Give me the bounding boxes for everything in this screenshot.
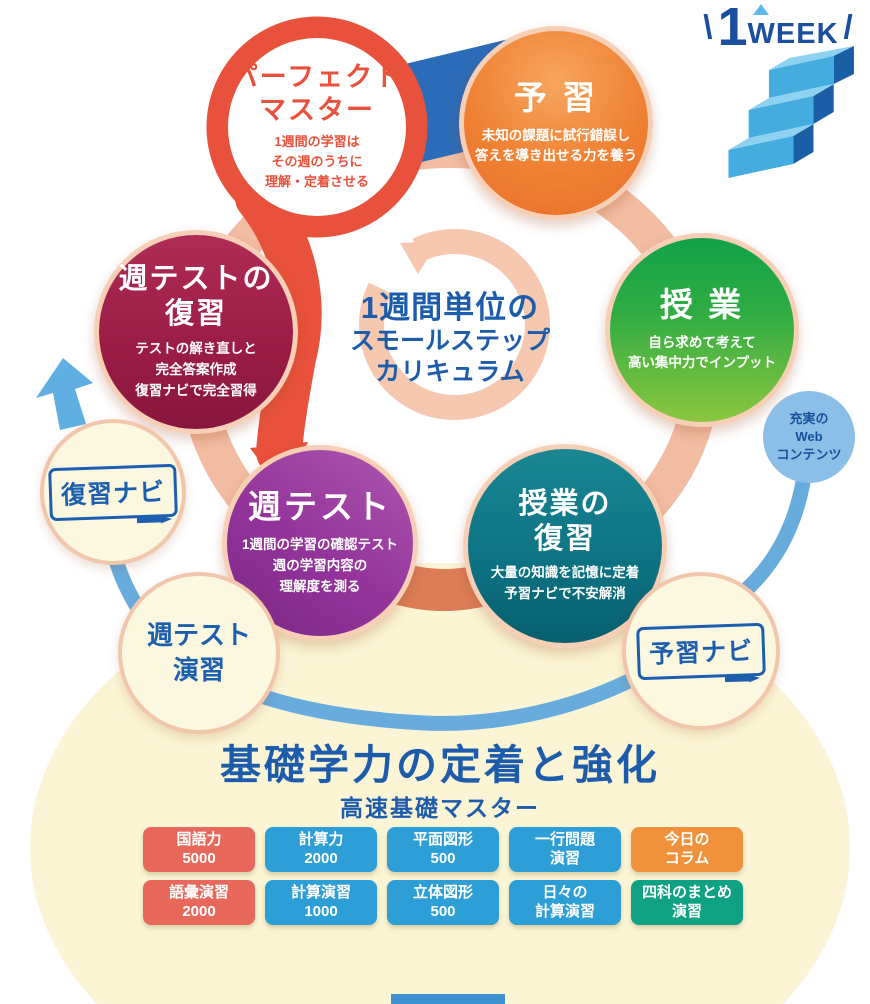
node-desc: 1週間の学習の確認テスト 週の学習内容の 理解度を測る bbox=[241, 537, 398, 594]
fukushu-navi-logo: 復習ナビ bbox=[48, 463, 178, 523]
foundation-heading: 基礎学力の定着と強化 bbox=[220, 742, 660, 788]
node-desc: 自ら求めて考えて 高い集中力でインプット bbox=[627, 334, 777, 371]
node-jugyo: 授 業 自ら求めて考えて 高い集中力でインプット bbox=[605, 233, 799, 427]
node-desc: 大量の知識を記憶に定着 予習ナビで不安解消 bbox=[490, 565, 640, 602]
week-slash: / bbox=[843, 8, 853, 45]
center-line3: カリキュラム bbox=[375, 357, 525, 386]
pencil-icon bbox=[724, 673, 760, 682]
badge-fukushu-navi: 復習ナビ bbox=[40, 419, 186, 565]
node-title: 授 業 bbox=[659, 285, 745, 323]
week-up-arrow-icon bbox=[753, 4, 769, 15]
node-shu-test-fukushu: 週テストの 復習 テストの解き直しと 完全答案作成 復習ナビで完全習得 bbox=[94, 230, 298, 434]
bottom-blue-bar bbox=[391, 994, 505, 1004]
center-line2: スモールステップ bbox=[349, 326, 550, 355]
node-shu-test: 週テスト 1週間の学習の確認テスト 週の学習内容の 理解度を測る bbox=[222, 445, 418, 641]
week-number: 1 bbox=[717, 0, 748, 57]
yoshu-navi-logo: 予習ナビ bbox=[636, 622, 766, 682]
node-desc: 1週間の学習は その週のうちに 理解・定着させる bbox=[264, 134, 369, 190]
up-arrow-icon bbox=[36, 358, 93, 430]
master-button: 一行問題演習 bbox=[509, 827, 621, 872]
node-desc: 未知の課題に試行錯誤し 答えを導き出せる力を養う bbox=[475, 127, 637, 164]
node-title: 週テスト bbox=[248, 488, 392, 526]
perfect-master-ring bbox=[206, 16, 428, 238]
master-button: 四科のまとめ演習 bbox=[631, 880, 743, 925]
badge-web-contents: 充実の Web コンテンツ bbox=[763, 391, 855, 483]
node-title: パーフェクト マスター bbox=[230, 62, 404, 125]
pencil-icon bbox=[136, 514, 172, 523]
node-perfect-master: パーフェクト マスター 1週間の学習は その週のうちに 理解・定着させる bbox=[228, 38, 406, 216]
stairs-icon bbox=[728, 46, 854, 178]
week-badge: \ 1 WEEK / bbox=[678, 0, 870, 54]
node-title: 週テストの 復習 bbox=[118, 263, 274, 331]
master-button: 日々の計算演習 bbox=[509, 880, 621, 925]
node-title: 予 習 bbox=[513, 78, 599, 116]
week-backslash: \ bbox=[703, 8, 713, 45]
node-desc: テストの解き直しと 完全答案作成 復習ナビで完全習得 bbox=[135, 340, 257, 398]
master-button: 今日のコラム bbox=[631, 827, 743, 872]
center-line1: 1週間単位の bbox=[360, 290, 540, 325]
refresh-arrowhead-icon bbox=[400, 241, 438, 274]
node-yoshu: 予 習 未知の課題に試行錯誤し 答えを導き出せる力を養う bbox=[459, 26, 653, 220]
center-message: 1週間単位の スモールステップ カリキュラム bbox=[327, 290, 573, 388]
node-title: 授業の 復習 bbox=[518, 487, 612, 555]
foundation-subheading: 高速基礎マスター bbox=[340, 795, 540, 821]
shu-test-enshu-label: 週テスト 演習 bbox=[146, 619, 251, 685]
week-label: WEEK bbox=[747, 18, 839, 50]
badge-shu-test-enshu: 週テスト 演習 bbox=[118, 572, 280, 734]
refresh-arrow-arc bbox=[359, 229, 550, 420]
badge-yoshu-navi: 予習ナビ bbox=[622, 572, 780, 730]
